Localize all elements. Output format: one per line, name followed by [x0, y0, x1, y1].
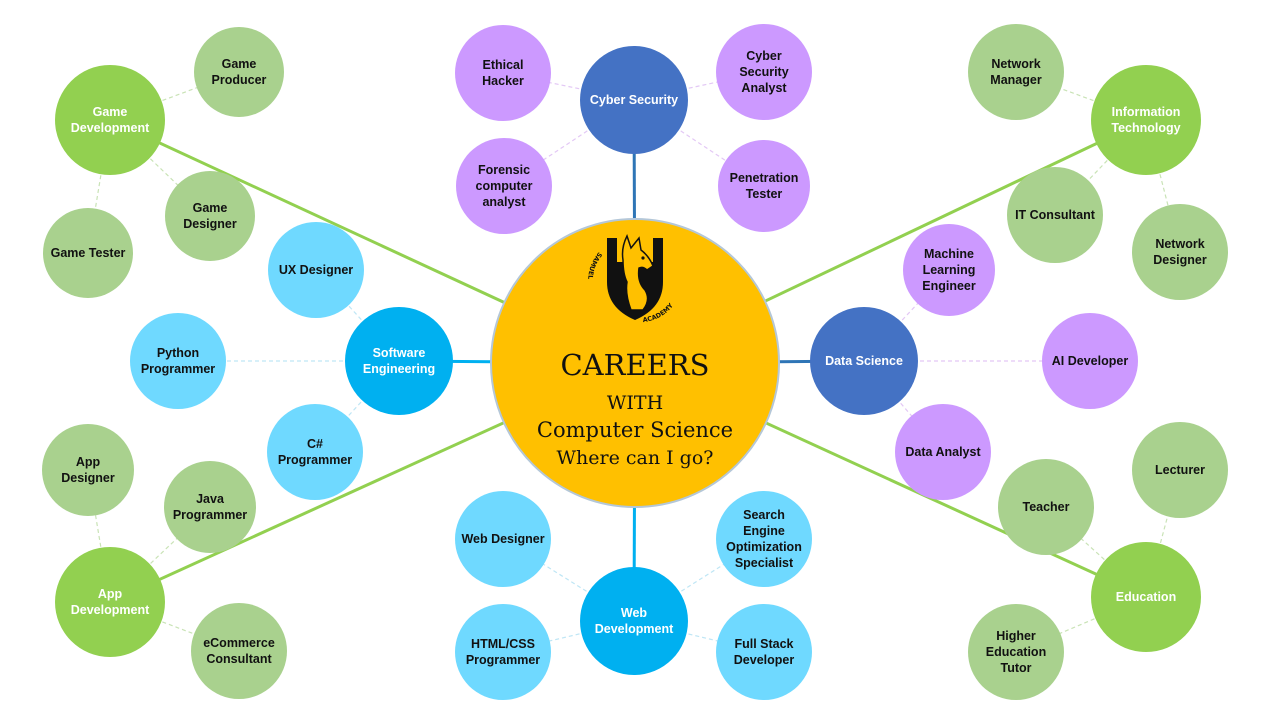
career-node-label: Full Stack Developer — [733, 637, 795, 667]
career-node-label: Python Programmer — [140, 346, 216, 376]
career-node: Lecturer — [1132, 422, 1228, 518]
hub-datasci-label: Data Science — [825, 354, 903, 368]
career-node: Forensic computer analyst — [456, 138, 552, 234]
career-node: App Designer — [42, 424, 134, 516]
career-node-label: Lecturer — [1154, 463, 1206, 477]
career-node: Game Tester — [43, 208, 133, 298]
career-node-label: App Designer — [61, 455, 115, 485]
career-node: eCommerce Consultant — [191, 603, 287, 699]
career-node: Ethical Hacker — [455, 25, 551, 121]
career-node-label: AI Developer — [1051, 354, 1129, 368]
career-node: Game Designer — [165, 171, 255, 261]
career-node: IT Consultant — [1007, 167, 1103, 263]
hub-web-label: Web Development — [594, 606, 674, 636]
career-node: C# Programmer — [267, 404, 363, 500]
hub-web: Web Development — [580, 567, 688, 675]
career-node: Web Designer — [455, 491, 551, 587]
hub-datasci: Data Science — [810, 307, 918, 415]
career-node-label: Network Manager — [990, 57, 1042, 87]
svg-text:SAMUEL: SAMUEL — [587, 251, 604, 280]
career-node: Cyber Security Analyst — [716, 24, 812, 120]
hub-game: Game Development — [55, 65, 165, 175]
hub-education: Education — [1091, 542, 1201, 652]
career-node-label: Network Designer — [1153, 237, 1207, 267]
career-node: Higher Education Tutor — [968, 604, 1064, 700]
hub-education-label: Education — [1115, 590, 1177, 604]
career-node: Teacher — [998, 459, 1094, 555]
career-node-label: Game Tester — [50, 246, 126, 260]
career-node-label: Penetration Tester — [729, 171, 799, 201]
career-node: Network Designer — [1132, 204, 1228, 300]
career-node-label: Higher Education Tutor — [985, 629, 1047, 675]
hub-app-label: App Development — [70, 587, 150, 617]
hub-cyber-label: Cyber Security — [589, 93, 679, 107]
hub-game-label: Game Development — [70, 105, 150, 135]
hub-cyber: Cyber Security — [580, 46, 688, 154]
hub-software-label: Software Engineering — [362, 346, 436, 376]
hub-app: App Development — [55, 547, 165, 657]
center-line-question: Where can I go? — [556, 447, 714, 469]
career-node: Python Programmer — [130, 313, 226, 409]
career-node: Penetration Tester — [718, 140, 810, 232]
hub-software: Software Engineering — [345, 307, 453, 415]
career-node-label: Machine Learning Engineer — [922, 247, 976, 293]
career-node-label: Game Producer — [211, 57, 267, 87]
career-node: UX Designer — [268, 222, 364, 318]
career-node-label: Forensic computer analyst — [475, 163, 533, 209]
career-node-label: IT Consultant — [1015, 208, 1095, 222]
career-node: Data Analyst — [895, 404, 991, 500]
center-line-subject: Computer Science — [536, 418, 734, 442]
center-title: CAREERS — [560, 348, 710, 382]
career-node: AI Developer — [1042, 313, 1138, 409]
career-node-label: eCommerce Consultant — [203, 636, 275, 666]
career-node: Search Engine Optimization Specialist — [716, 491, 812, 587]
career-node-label: Ethical Hacker — [482, 58, 524, 88]
career-node-label: Web Designer — [461, 532, 545, 546]
career-node-label: Java Programmer — [172, 492, 248, 522]
career-node-label: Game Designer — [183, 201, 237, 231]
center-line-with: WITH — [606, 392, 664, 414]
career-node-label: Data Analyst — [905, 445, 981, 459]
career-node: Game Producer — [194, 27, 284, 117]
career-node-label: Teacher — [1022, 500, 1070, 514]
hub-it: Information Technology — [1091, 65, 1201, 175]
career-node: Java Programmer — [164, 461, 256, 553]
career-node-label: HTML/CSS Programmer — [465, 637, 541, 667]
career-node-label: Cyber Security Analyst — [739, 49, 789, 95]
career-node: Machine Learning Engineer — [903, 224, 995, 316]
career-node-label: Search Engine Optimization Specialist — [726, 508, 802, 570]
career-node: Network Manager — [968, 24, 1064, 120]
academy-logo-icon: SAMUEL ACADEMY — [587, 234, 675, 324]
career-node-label: C# Programmer — [277, 437, 353, 467]
career-node: HTML/CSS Programmer — [455, 604, 551, 700]
career-node: Full Stack Developer — [716, 604, 812, 700]
career-node-label: UX Designer — [278, 263, 354, 277]
hub-it-label: Information Technology — [1111, 105, 1181, 135]
